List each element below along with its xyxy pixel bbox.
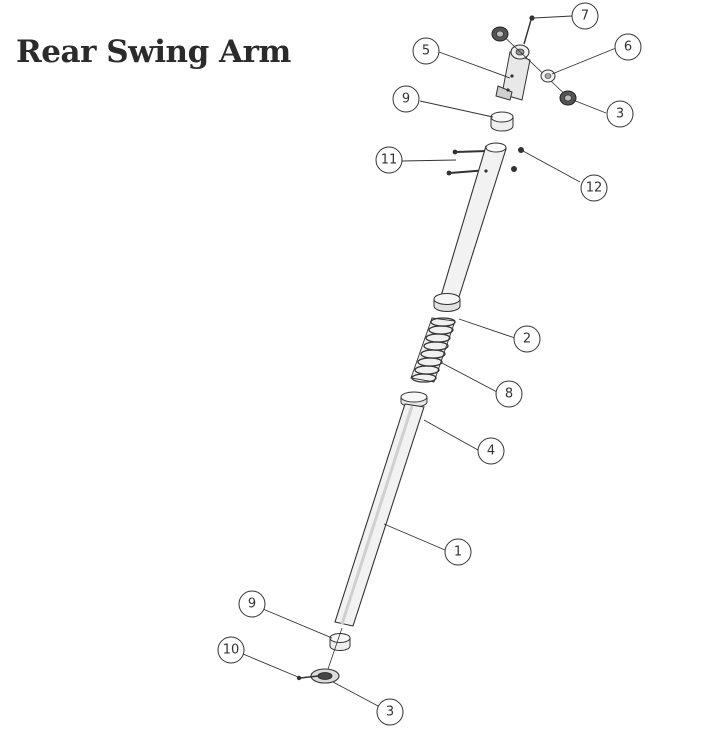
collar-2 [433,293,461,312]
leader-lines [242,15,617,707]
callout-7: 7 [571,2,599,30]
bearing-top-left [491,26,509,42]
callout-9-top: 9 [392,85,420,113]
callout-5: 5 [412,37,440,65]
callout-4: 4 [477,437,505,465]
callout-3-bottom: 3 [376,698,404,726]
callout-3-top: 3 [606,100,634,128]
bearing-3-top [559,90,577,106]
svg-text:9: 9 [402,92,410,107]
hinge-bracket [495,44,531,101]
spring-8 [410,317,456,383]
callout-8: 8 [495,380,523,408]
svg-text:12: 12 [586,181,603,196]
bushing-4 [400,391,428,408]
svg-text:9: 9 [248,597,256,612]
axle-centerline [496,29,572,101]
svg-text:11: 11 [381,153,398,168]
svg-text:4: 4 [487,444,495,459]
callout-12: 12 [580,174,608,202]
bottom-centerline [325,627,343,676]
end-cap-9-bottom [329,633,351,651]
svg-text:10: 10 [223,643,240,658]
nut-12-upper [518,147,524,153]
lower-tube-1 [334,403,425,627]
svg-text:3: 3 [616,107,624,122]
nut-12-lower [511,166,517,172]
svg-text:2: 2 [523,332,531,347]
svg-text:5: 5 [422,44,430,59]
svg-text:8: 8 [505,387,513,402]
svg-text:1: 1 [454,545,462,560]
bolt-7 [523,15,535,45]
diagram-title: Rear Swing Arm [16,34,291,70]
upper-tube [440,142,507,301]
spacer-6 [540,69,556,83]
bearing-3-bottom [310,668,340,684]
callout-11: 11 [375,146,403,174]
callout-2: 2 [513,325,541,353]
callout-1: 1 [444,538,472,566]
svg-text:3: 3 [386,705,394,720]
svg-text:6: 6 [624,40,632,55]
bolt-11-upper [452,149,488,155]
end-cap-9-top [490,111,514,132]
svg-text:7: 7 [581,9,589,24]
callout-10: 10 [217,636,245,664]
callout-6: 6 [614,33,642,61]
callout-9-bottom: 9 [238,590,266,618]
